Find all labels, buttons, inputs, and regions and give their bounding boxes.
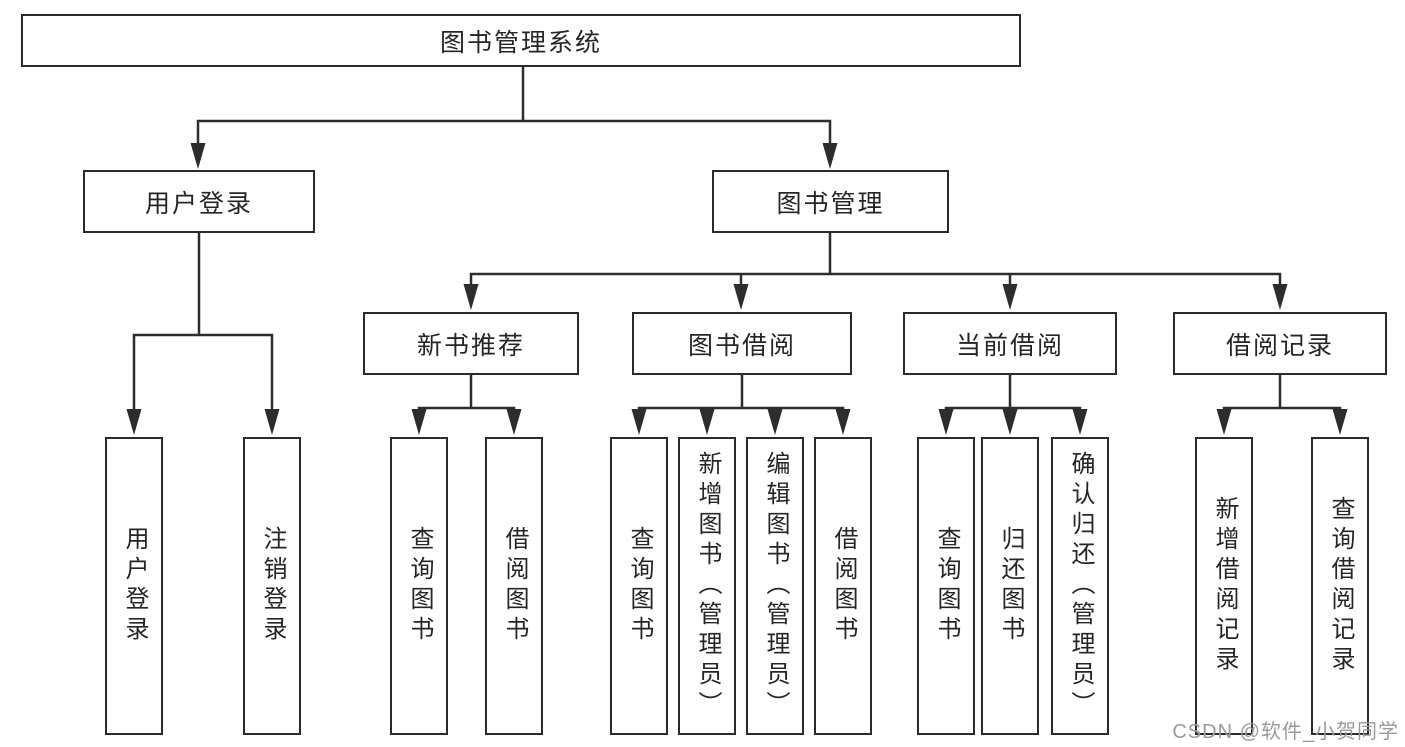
node-label: 注销登录 — [259, 526, 286, 646]
node-leaf-query-books-borrowing: 查询图书 — [610, 437, 668, 735]
node-label: 归还图书 — [997, 526, 1024, 646]
node-label: 查询借阅记录 — [1327, 496, 1354, 676]
node-leaf-confirm-return-admin: 确认归还（管理员） — [1051, 437, 1109, 735]
node-label: 新书推荐 — [416, 331, 525, 360]
node-label: 借阅图书 — [830, 526, 857, 646]
node-library-management-system: 图书管理系统 — [21, 14, 1021, 67]
node-label: 查询图书 — [933, 526, 960, 646]
node-label: 图书管理系统 — [439, 28, 602, 57]
node-user-login: 用户登录 — [83, 170, 315, 233]
node-label: 查询图书 — [406, 526, 433, 646]
node-book-borrowing: 图书借阅 — [632, 312, 852, 375]
node-label: 编辑图书（管理员） — [762, 451, 789, 721]
node-label: 图书管理 — [776, 189, 885, 218]
node-leaf-logout: 注销登录 — [243, 437, 301, 735]
node-current-borrowing: 当前借阅 — [903, 312, 1117, 375]
node-leaf-user-login: 用户登录 — [105, 437, 163, 735]
node-label: 用户登录 — [144, 189, 253, 218]
node-label: 确认归还（管理员） — [1067, 451, 1094, 721]
node-leaf-query-books-current: 查询图书 — [917, 437, 975, 735]
node-leaf-borrow-books-recommend: 借阅图书 — [485, 437, 543, 735]
node-label: 新增图书（管理员） — [694, 451, 721, 721]
node-label: 借阅记录 — [1225, 331, 1334, 360]
node-leaf-borrow-books: 借阅图书 — [814, 437, 872, 735]
csdn-watermark: CSDN @软件_小贺同学 — [1172, 721, 1399, 743]
node-label: 新增借阅记录 — [1211, 496, 1238, 676]
node-leaf-query-books-recommend: 查询图书 — [390, 437, 448, 735]
node-leaf-add-books-admin: 新增图书（管理员） — [678, 437, 736, 735]
node-book-management: 图书管理 — [712, 170, 949, 233]
node-borrowing-records: 借阅记录 — [1173, 312, 1387, 375]
node-leaf-edit-books-admin: 编辑图书（管理员） — [746, 437, 804, 735]
node-label: 查询图书 — [626, 526, 653, 646]
node-leaf-query-borrow-record: 查询借阅记录 — [1311, 437, 1369, 735]
node-label: 当前借阅 — [955, 331, 1064, 360]
node-label: 图书借阅 — [687, 331, 796, 360]
node-leaf-return-books: 归还图书 — [981, 437, 1039, 735]
node-new-book-recommend: 新书推荐 — [363, 312, 579, 375]
node-leaf-add-borrow-record: 新增借阅记录 — [1195, 437, 1253, 735]
node-label: 用户登录 — [121, 526, 148, 646]
node-label: 借阅图书 — [501, 526, 528, 646]
